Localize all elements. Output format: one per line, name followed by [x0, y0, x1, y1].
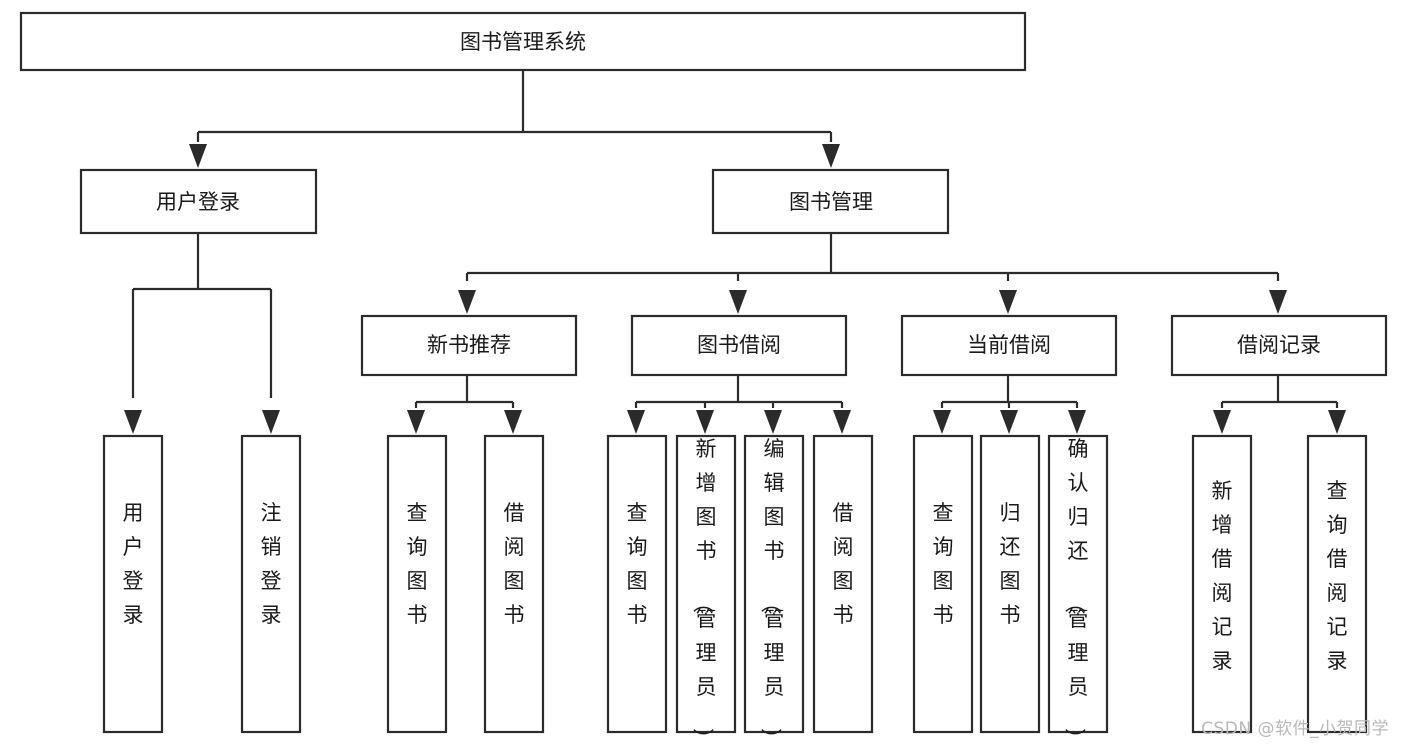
node-book-manage-box[interactable] [711, 168, 950, 235]
node-leaf-logout-label: 注销登录 [261, 501, 282, 627]
node-borrow-record-box[interactable] [1170, 314, 1388, 377]
arrow-currentborrow-leaf-1-icon [933, 410, 951, 434]
node-leaf-query-book-a-label: 查询图书 [407, 501, 428, 627]
node-book-borrow-label: 图书借阅 [697, 333, 781, 357]
node-leaf-edit-book[interactable]: 编辑图书（管理员） [743, 434, 805, 747]
node-user-login-box[interactable] [79, 168, 318, 235]
node-user-login-label: 用户登录 [156, 190, 240, 214]
node-leaf-query-book-b[interactable]: 查询图书 [606, 434, 668, 734]
node-new-book-rec[interactable]: 新书推荐 [360, 314, 578, 377]
arrow-borrowrecord-leaf-1-icon [1213, 410, 1231, 434]
node-leaf-add-book[interactable]: 新增图书（管理员） [675, 434, 737, 747]
arrow-userlogin-leaf-1-icon [124, 410, 142, 434]
arrow-to-current-borrow-icon [999, 290, 1017, 314]
node-leaf-borrow-book-a[interactable]: 借阅图书 [483, 434, 545, 734]
arrow-bookborrow-leaf-2-icon [696, 410, 714, 434]
node-borrow-record-label: 借阅记录 [1237, 333, 1321, 357]
node-book-manage[interactable]: 图书管理 [711, 168, 950, 235]
node-leaf-logout-box[interactable] [240, 434, 302, 734]
node-root-label: 图书管理系统 [460, 30, 586, 54]
arrow-bookborrow-leaf-3-icon [764, 410, 782, 434]
node-book-borrow[interactable]: 图书借阅 [630, 314, 848, 377]
node-leaf-borrow-book-a-label: 借阅图书 [504, 501, 525, 627]
node-leaf-borrow-book-b-label: 借阅图书 [833, 501, 854, 627]
node-current-borrow-label: 当前借阅 [967, 333, 1051, 357]
node-leaf-user-login-box[interactable] [102, 434, 164, 734]
node-leaf-confirm-return[interactable]: 确认归还（管理员） [1047, 434, 1109, 747]
node-leaf-add-record[interactable]: 新增借阅记录 [1191, 434, 1253, 734]
arrow-bookborrow-leaf-4-icon [833, 410, 851, 434]
node-leaf-query-book-c[interactable]: 查询图书 [912, 434, 974, 734]
node-leaf-query-book-c-label: 查询图书 [933, 501, 954, 627]
node-leaf-return-book[interactable]: 归还图书 [979, 434, 1041, 734]
node-leaf-return-book-label: 归还图书 [1000, 501, 1021, 627]
node-leaf-query-book-a[interactable]: 查询图书 [386, 434, 448, 734]
node-leaf-add-record-box[interactable] [1191, 434, 1253, 734]
node-leaf-user-login-label: 用户登录 [123, 501, 144, 627]
node-leaf-edit-book-label: 编辑图书（管理员） [759, 437, 785, 747]
node-leaf-return-book-box[interactable] [979, 434, 1041, 734]
node-borrow-record[interactable]: 借阅记录 [1170, 314, 1388, 377]
node-root[interactable]: 图书管理系统 [19, 11, 1027, 72]
node-leaf-confirm-return-label: 确认归还（管理员） [1063, 437, 1089, 747]
node-leaf-add-book-label: 新增图书（管理员） [691, 437, 717, 747]
node-book-borrow-box[interactable] [630, 314, 848, 377]
arrow-to-borrow-record-icon [1269, 290, 1287, 314]
arrow-root-to-user-login-icon [189, 144, 207, 168]
node-leaf-query-record-box[interactable] [1306, 434, 1368, 734]
node-leaf-confirm-return-box[interactable] [1047, 434, 1109, 734]
node-leaf-user-login[interactable]: 用户登录 [102, 434, 164, 734]
arrow-to-book-borrow-icon [729, 290, 747, 314]
node-leaf-add-record-label: 新增借阅记录 [1212, 479, 1233, 673]
node-new-book-rec-box[interactable] [360, 314, 578, 377]
arrow-newbook-leaf-2-icon [504, 410, 522, 434]
node-leaf-query-record-label: 查询借阅记录 [1327, 479, 1348, 673]
node-leaf-query-book-a-box[interactable] [386, 434, 448, 734]
arrow-borrowrecord-leaf-2-icon [1328, 410, 1346, 434]
node-current-borrow[interactable]: 当前借阅 [900, 314, 1118, 377]
arrow-newbook-leaf-1-icon [407, 410, 425, 434]
node-user-login[interactable]: 用户登录 [79, 168, 318, 235]
node-leaf-query-record[interactable]: 查询借阅记录 [1306, 434, 1368, 734]
node-book-manage-label: 图书管理 [789, 190, 873, 214]
node-leaf-edit-book-box[interactable] [743, 434, 805, 734]
node-leaf-query-book-b-label: 查询图书 [627, 501, 648, 627]
node-new-book-rec-label: 新书推荐 [427, 333, 511, 357]
arrow-bookborrow-leaf-1-icon [627, 410, 645, 434]
node-leaf-borrow-book-a-box[interactable] [483, 434, 545, 734]
node-leaf-borrow-book-b[interactable]: 借阅图书 [812, 434, 874, 734]
arrow-userlogin-leaf-2-icon [262, 410, 280, 434]
node-leaf-logout[interactable]: 注销登录 [240, 434, 302, 734]
arrow-to-new-book-rec-icon [458, 290, 476, 314]
node-current-borrow-box[interactable] [900, 314, 1118, 377]
node-leaf-borrow-book-b-box[interactable] [812, 434, 874, 734]
node-leaf-add-book-box[interactable] [675, 434, 737, 734]
arrow-currentborrow-leaf-2-icon [1000, 410, 1018, 434]
node-leaf-query-book-c-box[interactable] [912, 434, 974, 734]
arrow-currentborrow-leaf-3-icon [1068, 410, 1086, 434]
node-leaf-query-book-b-box[interactable] [606, 434, 668, 734]
node-root-box[interactable] [19, 11, 1027, 72]
connector-layer [124, 70, 1346, 434]
arrow-root-to-book-manage-icon [822, 144, 840, 168]
